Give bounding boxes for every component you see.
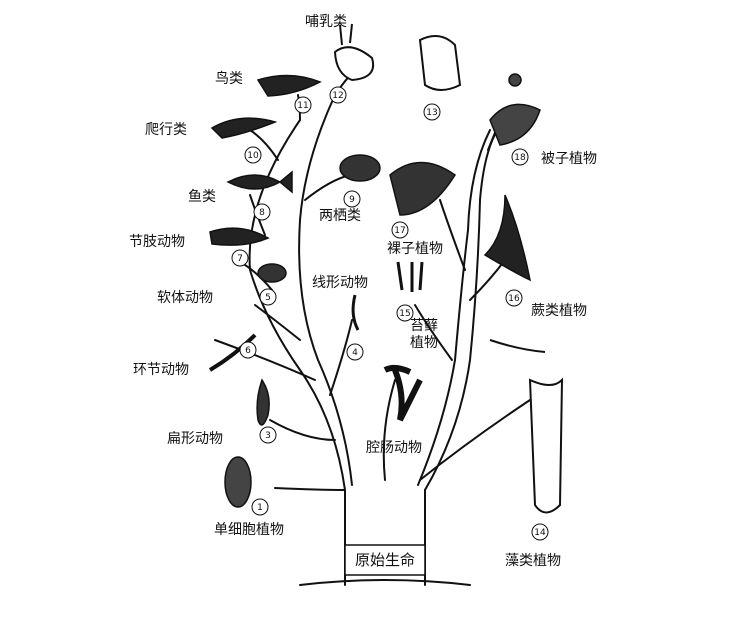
branch-amphibian (304, 174, 351, 201)
node-number-15: 15 (399, 309, 410, 319)
branch-fern (469, 259, 506, 301)
label-amphibian: 两栖类 (319, 208, 361, 224)
label-bird: 鸟类 (215, 71, 243, 87)
fish-icon (226, 170, 293, 194)
mollusc-icon (257, 263, 287, 283)
algae-icon (528, 377, 564, 514)
arthropod-icon (209, 227, 270, 246)
branch-nematode (329, 319, 353, 396)
branch-moss (414, 304, 453, 361)
reptile-icon (210, 117, 278, 139)
branch-mollusc (254, 304, 301, 341)
node-number-18: 18 (514, 153, 526, 163)
label-angiosperm: 被子植物 (541, 151, 597, 167)
node-number-10: 10 (247, 151, 259, 161)
label-annelid: 环节动物 (133, 362, 189, 378)
node-number-1: 1 (257, 503, 263, 513)
unicellular-plant-icon (224, 456, 252, 508)
label-gymnosperm: 裸子植物 (387, 241, 443, 257)
bird-icon (256, 74, 322, 97)
branch-flatworm (269, 419, 336, 441)
base-label: 原始生命 (355, 551, 415, 569)
label-unicellular-plant: 单细胞植物 (214, 522, 284, 538)
branch-annelid (214, 339, 316, 381)
label-coelenterate: 腔肠动物 (366, 440, 422, 456)
label-algae: 藻类植物 (505, 553, 561, 569)
label-reptile: 爬行类 (145, 122, 187, 138)
angiosperm-icon (489, 103, 541, 146)
node-number-14: 14 (534, 528, 546, 538)
node-number-8: 8 (259, 208, 265, 218)
branch-coelenterate (382, 379, 396, 481)
label-fish: 鱼类 (188, 189, 216, 205)
branch-algae (419, 399, 531, 481)
moss-icon (396, 261, 424, 292)
label-flatworm: 扁形动物 (167, 431, 223, 447)
branch-unicellular (274, 487, 346, 491)
node-number-17: 17 (394, 226, 405, 236)
right-main-branch (424, 119, 506, 491)
algae-filament-icon (489, 339, 546, 353)
gymnosperm-icon (389, 161, 457, 216)
amphibian-frog-icon (339, 154, 381, 182)
coelenterate-hydra-icon (383, 364, 423, 422)
node-number-5: 5 (265, 293, 271, 303)
branch-reptile (249, 129, 279, 161)
node-number-7: 7 (237, 254, 243, 264)
node-number-16: 16 (508, 294, 520, 304)
node-number-11: 11 (297, 101, 308, 111)
mammal-rabbit-icon (333, 23, 374, 82)
annelid-icon (208, 333, 257, 372)
label-mammal: 哺乳类 (305, 14, 347, 30)
nematode-icon (351, 294, 360, 331)
node-number-9: 9 (349, 195, 355, 205)
node-number-3: 3 (265, 431, 271, 441)
flatworm-icon (256, 378, 270, 426)
base-label-box (344, 544, 426, 576)
label-arthropod: 节肢动物 (129, 234, 185, 250)
label-nematode: 线形动物 (312, 275, 368, 291)
node-number-13: 13 (426, 108, 437, 118)
human-icon (418, 35, 462, 91)
node-number-12: 12 (332, 91, 343, 101)
label-moss: 苔藓植物 (410, 318, 438, 351)
label-mollusc: 软体动物 (157, 290, 213, 306)
branch-gymnosperm (439, 199, 466, 271)
fern-icon (483, 194, 532, 282)
node-number-4: 4 (352, 348, 358, 358)
trunk-base (299, 579, 471, 586)
label-fern: 蕨类植物 (531, 303, 587, 319)
node-number-6: 6 (245, 346, 251, 356)
